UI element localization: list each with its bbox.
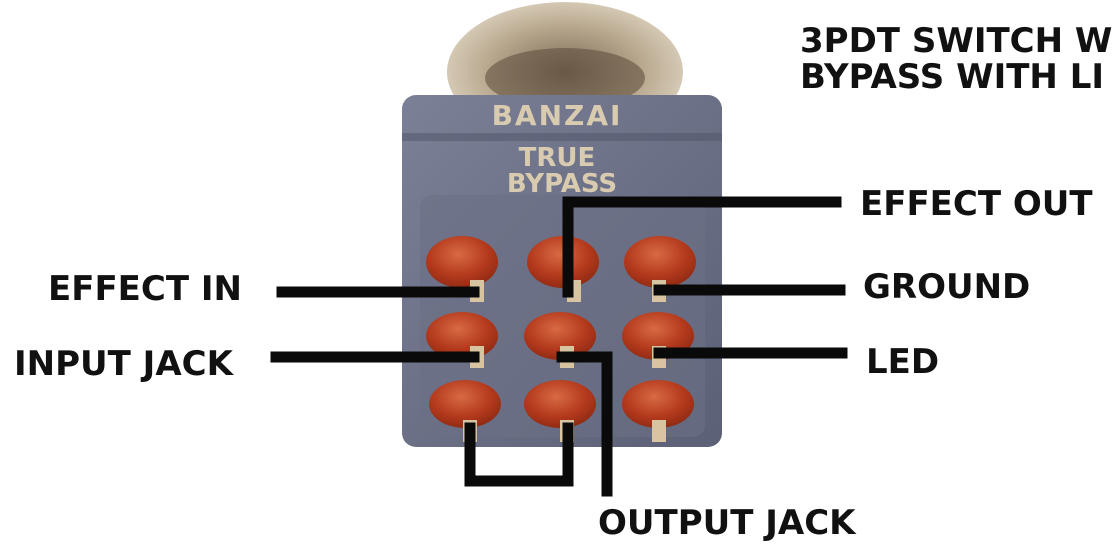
wires — [270, 196, 848, 497]
switch-model-line2: BYPASS — [507, 169, 617, 199]
label-input-jack: INPUT JACK — [14, 344, 235, 384]
solder-lugs — [426, 236, 696, 442]
switch-brand-label: BANZAI — [492, 99, 623, 132]
lug-1 — [426, 236, 498, 288]
wire-jumper — [464, 422, 574, 487]
wire-effect-out — [562, 196, 842, 298]
switch-model-line1: TRUE — [519, 143, 596, 173]
label-effect-out: EFFECT OUT — [860, 184, 1093, 224]
label-ground: GROUND — [863, 267, 1030, 307]
lug-8 — [524, 380, 596, 428]
wire-output-jack — [556, 351, 613, 497]
lug-3 — [624, 236, 696, 288]
lug-9 — [622, 380, 694, 428]
label-output-jack: OUTPUT JACK — [598, 503, 857, 543]
label-led: LED — [866, 342, 939, 382]
lug-7 — [429, 380, 501, 428]
label-effect-in: EFFECT IN — [48, 269, 242, 309]
title-line2: BYPASS WITH LI — [800, 57, 1104, 97]
lug-5 — [524, 312, 596, 360]
title-line1: 3PDT SWITCH W — [800, 21, 1112, 61]
